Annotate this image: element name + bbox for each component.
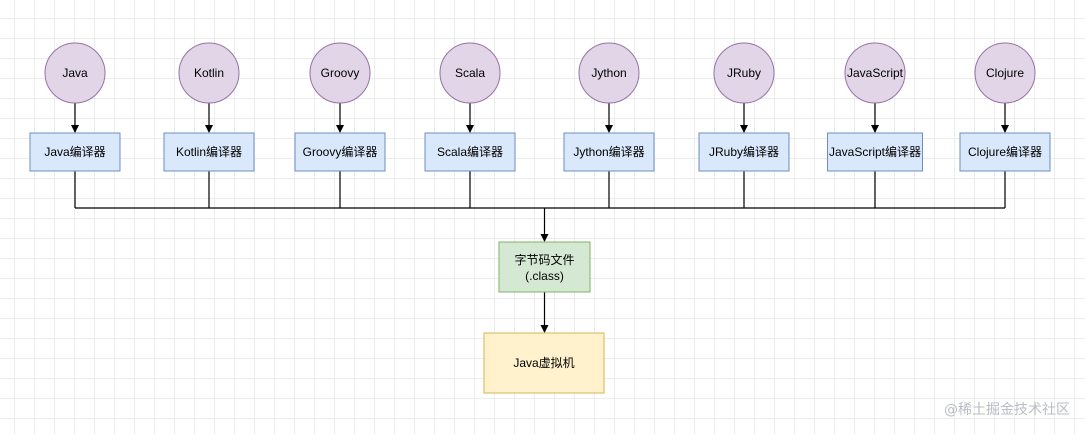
language-label: Clojure [986,66,1024,80]
language-circle [309,42,371,104]
compiler-box [29,132,121,172]
compiler-box [827,132,923,172]
bytecode-box [498,241,591,293]
compiler-node: JRuby编译器 [698,132,790,172]
language-node: JavaScript [844,42,906,104]
compiler-node: Jython编译器 [563,132,655,172]
language-circle [844,42,906,104]
compiler-node: Clojure编译器 [959,132,1051,172]
language-circle [439,42,501,104]
compiler-box [163,132,255,172]
compiler-label: Java编译器 [44,144,105,159]
language-node: Jython [578,42,640,104]
watermark: @稀土掘金技术社区 [944,402,1070,418]
language-label: Kotlin [194,66,224,80]
language-label: JRuby [727,66,761,80]
bytecode-node: 字节码文件 (.class) [498,241,591,293]
language-circle [713,42,775,104]
language-node: Scala [439,42,501,104]
language-circle [44,42,106,104]
compiler-box [563,132,655,172]
compiler-label: Kotlin编译器 [176,144,242,159]
language-label: Groovy [321,66,360,80]
bytecode-label-line2: (.class) [525,269,564,283]
compiler-node: JavaScript编译器 [827,132,923,172]
edges-layer [71,103,1009,333]
language-node: Java [44,42,106,104]
compiler-box [698,132,790,172]
language-label: JavaScript [847,66,904,80]
language-node: Kotlin [178,42,240,104]
compiler-label: Clojure编译器 [968,144,1042,159]
language-label: Jython [591,66,626,80]
language-circle [974,42,1036,104]
compiler-label: Scala编译器 [437,144,503,159]
compiler-box [424,132,516,172]
compiler-label: Jython编译器 [573,144,644,159]
compiler-label: Groovy编译器 [303,144,378,159]
compiler-label: JRuby编译器 [709,144,779,159]
language-node: Clojure [974,42,1036,104]
language-node: Groovy [309,42,371,104]
language-label: Java [62,66,88,80]
compiler-node: Scala编译器 [424,132,516,172]
compiler-node: Kotlin编译器 [163,132,255,172]
language-label: Scala [455,66,485,80]
jvm-label: Java虚拟机 [513,356,574,370]
jvm-box [483,332,605,394]
compiler-box [294,132,386,172]
compiler-box [959,132,1051,172]
language-node: JRuby [713,42,775,104]
compiler-node: Java编译器 [29,132,121,172]
language-circle [178,42,240,104]
compiler-label: JavaScript编译器 [829,144,921,159]
language-circle [578,42,640,104]
compiler-node: Groovy编译器 [294,132,386,172]
bytecode-label-line1: 字节码文件 [514,252,574,267]
jvm-node: Java虚拟机 [483,332,605,394]
